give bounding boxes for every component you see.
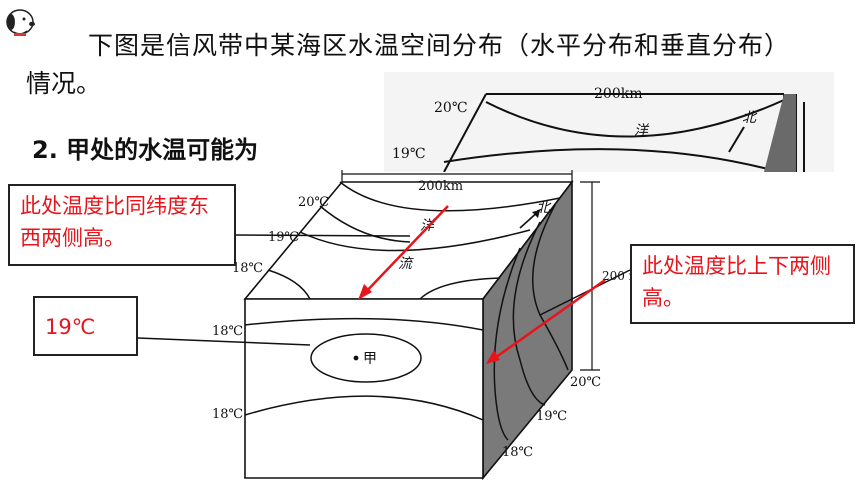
callout-answer: 19℃ bbox=[33, 296, 138, 356]
callout-side-profile: 此处温度比上下两侧高。 bbox=[630, 244, 855, 324]
front-face bbox=[244, 298, 484, 479]
point-label: 甲 bbox=[363, 351, 377, 367]
arrow-to-side-face bbox=[491, 278, 606, 362]
bg-iso-19-label: 19℃ bbox=[392, 146, 425, 162]
background-diagram: 20℃ 19℃ 200km 洋 北 bbox=[384, 72, 834, 172]
iso-top-20-label: 20℃ bbox=[298, 195, 329, 210]
iso-top-18-label: 18℃ bbox=[232, 261, 263, 276]
arrow-to-top-face bbox=[361, 205, 449, 297]
iso-side-18-label: 18℃ bbox=[502, 445, 533, 460]
iso-side-20-label: 20℃ bbox=[570, 375, 601, 390]
callout-top-surface: 此处温度比同纬度东西两侧高。 bbox=[8, 184, 236, 266]
ocean-char-2: 流 bbox=[398, 256, 414, 272]
ocean-temperature-block-diagram: 200km 200 m 北 洋 流 甲 20℃ 19℃ 18℃ 18℃ 18℃ … bbox=[137, 170, 641, 481]
question-title: 2. 甲处的水温可能为 bbox=[32, 136, 259, 164]
bg-iso-20-label: 20℃ bbox=[434, 100, 467, 116]
snoopy-mascot-icon bbox=[6, 9, 35, 36]
north-label: 北 bbox=[536, 200, 552, 216]
iso-front-18a-label: 18℃ bbox=[212, 324, 243, 339]
iso-front-18b-label: 18℃ bbox=[212, 407, 243, 422]
intro-text-line2: 情况。 bbox=[26, 69, 102, 98]
intro-text-line1: 下图是信风带中某海区水温空间分布（水平分布和垂直分布） bbox=[88, 31, 791, 60]
iso-side-19-label: 19℃ bbox=[536, 409, 567, 424]
bg-ocean-char: 洋 bbox=[634, 123, 650, 139]
bg-width-label: 200km bbox=[594, 86, 642, 102]
bg-north-label: 北 bbox=[742, 110, 758, 126]
width-label: 200km bbox=[418, 179, 463, 194]
iso-top-19-label: 19℃ bbox=[268, 230, 299, 245]
